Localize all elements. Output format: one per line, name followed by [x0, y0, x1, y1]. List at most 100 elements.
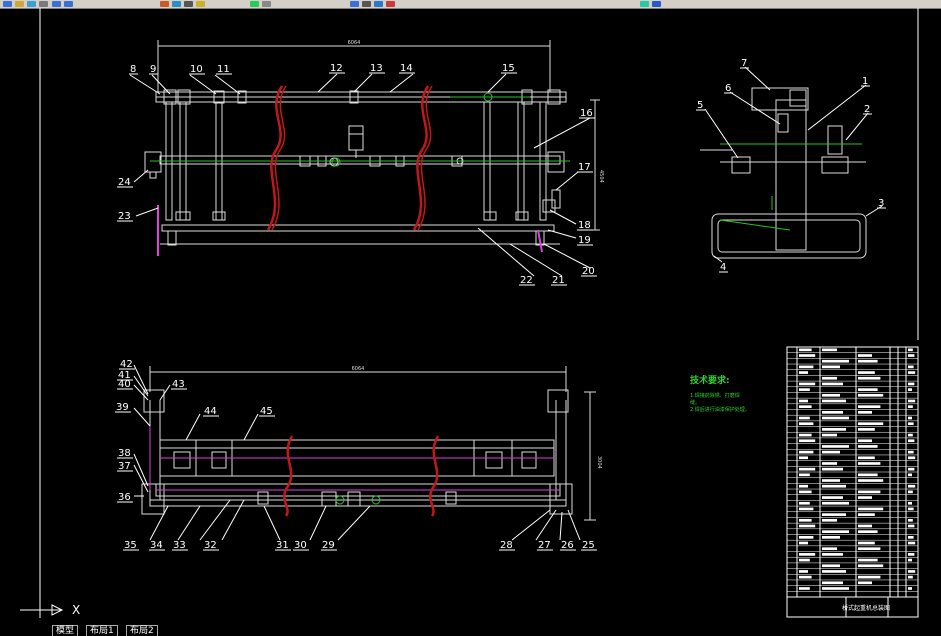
parts-cell-text [858, 490, 881, 494]
parts-list-table [786, 346, 919, 618]
parts-cell-text [908, 405, 913, 408]
leg-brace [537, 229, 543, 253]
parts-cell-text [858, 547, 881, 551]
help-icon[interactable] [652, 1, 661, 7]
balloon-32: 32 [204, 540, 217, 551]
balloon-26: 26 [561, 540, 574, 551]
parts-cell-text [822, 484, 846, 488]
parts-cell-text [858, 513, 875, 516]
parts-cell-text [822, 547, 837, 551]
balloon-44: 44 [204, 406, 217, 417]
parts-cell-text [799, 490, 812, 494]
parts-cell-text [858, 479, 884, 482]
parts-cell-text [908, 388, 912, 391]
parts-cell-text [799, 416, 810, 420]
balloon-27: 27 [538, 540, 551, 551]
balloon-34: 34 [150, 540, 163, 551]
parts-cell-text [908, 371, 916, 374]
properties-icon[interactable] [184, 1, 193, 7]
parts-cell-text [822, 518, 837, 522]
balloon-38: 38 [118, 448, 131, 459]
parts-cell-text [822, 416, 849, 420]
new-icon[interactable] [3, 1, 12, 7]
parts-cell-text [799, 518, 812, 522]
parts-cell-text [822, 564, 840, 568]
balloon-8: 8 [130, 64, 136, 75]
leader-lines-plan [133, 364, 581, 541]
tab-layout2[interactable]: 布局2 [126, 625, 158, 636]
plan-coupling [335, 495, 345, 505]
balloon-43: 43 [172, 379, 185, 390]
parts-cell-text [799, 587, 810, 590]
parts-cell-text [822, 359, 849, 363]
balloon-39: 39 [116, 402, 129, 413]
undo-icon[interactable] [52, 1, 61, 7]
redo-icon[interactable] [64, 1, 73, 7]
tab-layout1[interactable]: 布局1 [86, 625, 118, 636]
model-space-canvas[interactable]: 桥式起重机总装图 6064 6064 4504 3004 89101112131… [0, 8, 941, 625]
balloon-42: 42 [120, 359, 133, 370]
block-icon[interactable] [374, 1, 383, 7]
parts-cell-text [858, 558, 878, 562]
parts-cell-text [799, 456, 808, 460]
parts-cell-text [908, 450, 914, 454]
parts-cell-text [908, 422, 914, 426]
parts-cell-text [858, 530, 878, 533]
balloon-36: 36 [118, 492, 131, 503]
parts-cell-text [822, 393, 840, 397]
parts-cell-text [908, 473, 912, 477]
layer-state-icon[interactable] [386, 1, 395, 7]
balloon-4: 4 [720, 262, 726, 273]
parts-cell-text [799, 382, 816, 386]
pan-icon[interactable] [160, 1, 169, 7]
open-icon[interactable] [15, 1, 24, 7]
parts-cell-text [858, 376, 881, 380]
text-style-icon[interactable] [262, 1, 271, 7]
parts-cell-text [908, 416, 912, 420]
parts-cell-text [822, 479, 840, 482]
parts-cell-text [799, 553, 816, 556]
coupling-marker [331, 157, 341, 167]
tech-line-1b: 缝。 [690, 400, 701, 406]
parts-cell-text [799, 405, 812, 408]
parts-cell-text [799, 371, 808, 374]
parts-cell-text [799, 541, 808, 545]
plan-overall-dimension: 6064 [352, 366, 365, 372]
tab-model[interactable]: 模型 [52, 625, 79, 636]
parts-cell-text [858, 564, 884, 568]
parts-cell-text [799, 422, 814, 426]
balloon-17: 17 [578, 162, 591, 173]
layer-prev-icon[interactable] [640, 1, 649, 7]
parts-cell-text [799, 473, 810, 477]
parts-cell-text [822, 445, 849, 448]
parts-cell-text [799, 348, 812, 352]
parts-cell-text [908, 399, 916, 403]
parts-cell-text [858, 354, 872, 357]
balloon-15: 15 [502, 63, 515, 74]
balloon-41: 41 [118, 370, 131, 381]
dimension-icon[interactable] [350, 1, 359, 7]
balloon-29: 29 [322, 540, 335, 551]
save-icon[interactable] [27, 1, 36, 7]
balloon-12: 12 [330, 63, 343, 74]
print-icon[interactable] [39, 1, 48, 7]
zoom-icon[interactable] [172, 1, 181, 7]
table-icon[interactable] [362, 1, 371, 7]
parts-cell-text [908, 518, 913, 522]
balloon-6: 6 [725, 83, 731, 94]
balloon-40: 40 [118, 379, 131, 390]
parts-cell-text [908, 587, 912, 590]
layer-icon[interactable] [196, 1, 205, 7]
match-icon[interactable] [250, 1, 259, 7]
parts-cell-text [822, 496, 843, 499]
parts-cell-text [822, 530, 849, 533]
balloon-35: 35 [124, 540, 137, 551]
balloon-10: 10 [190, 64, 203, 75]
parts-cell-text [858, 541, 875, 545]
parts-cell-text [908, 365, 914, 369]
parts-cell-text [908, 541, 916, 545]
parts-cell-text [908, 490, 913, 494]
parts-cell-text [822, 513, 846, 516]
parts-cell-text [822, 467, 843, 471]
balloon-45: 45 [260, 406, 273, 417]
